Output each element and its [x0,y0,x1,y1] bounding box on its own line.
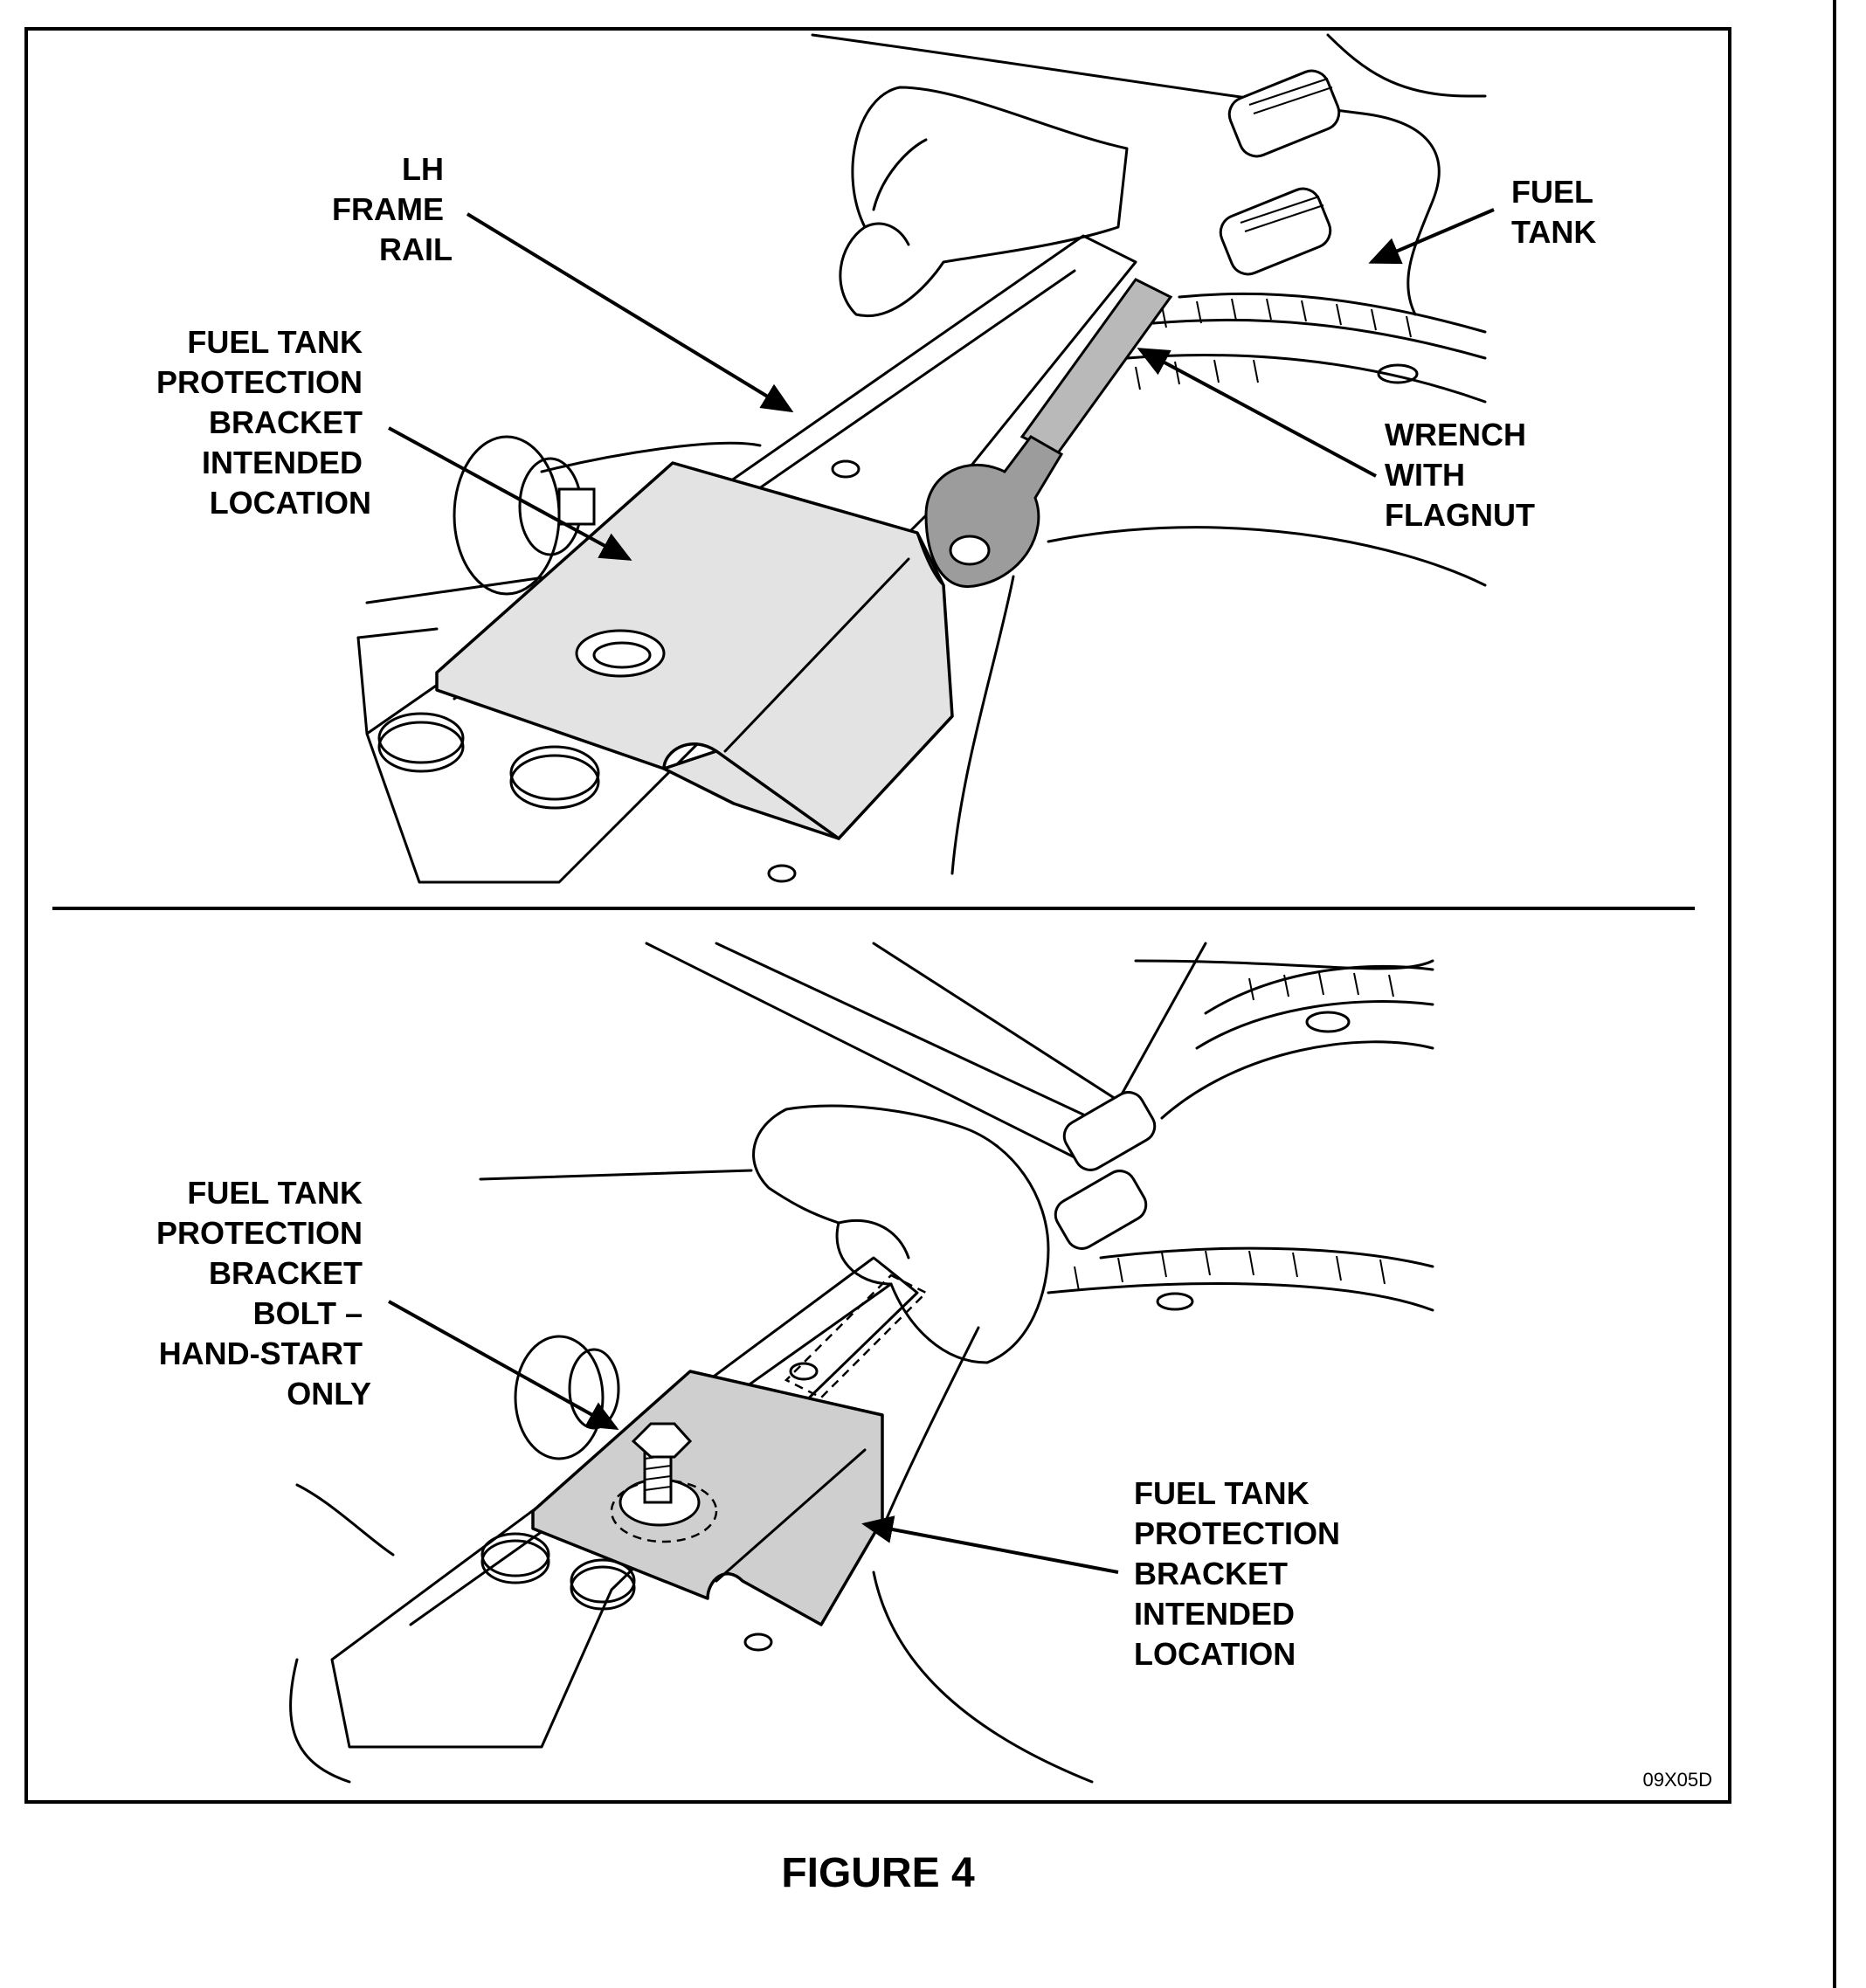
arrow-bracket-bolt [388,1300,619,1430]
arrow-bottom-bracket-location [861,1515,1119,1574]
label-top-bracket-intended-location: FUEL TANK PROTECTION BRACKET INTENDED LO… [156,324,371,521]
figure-border [24,27,1731,1804]
figure-code: 09X05D [1642,1769,1712,1791]
bottom-panel-illustration [289,942,1434,1784]
label-wrench-with-flagnut: WRENCH WITH FLAGNUT [1385,417,1535,533]
top-panel-illustration [356,33,1487,884]
label-bracket-bolt-hand-start: FUEL TANK PROTECTION BRACKET BOLT – HAND… [156,1175,371,1412]
label-lh-frame-rail: LH FRAME RAIL [332,151,453,267]
label-fuel-tank: FUEL TANK [1511,174,1601,250]
label-bottom-bracket-intended-location: FUEL TANK PROTECTION BRACKET INTENDED LO… [1134,1475,1349,1672]
arrow-wrench [1137,348,1377,478]
arrow-top-bracket-location [388,426,632,561]
figure-caption: FIGURE 4 [781,1850,975,1896]
arrow-fuel-tank [1368,208,1495,265]
arrow-lh-frame-rail [466,212,794,413]
leader-arrows [388,208,1495,1574]
